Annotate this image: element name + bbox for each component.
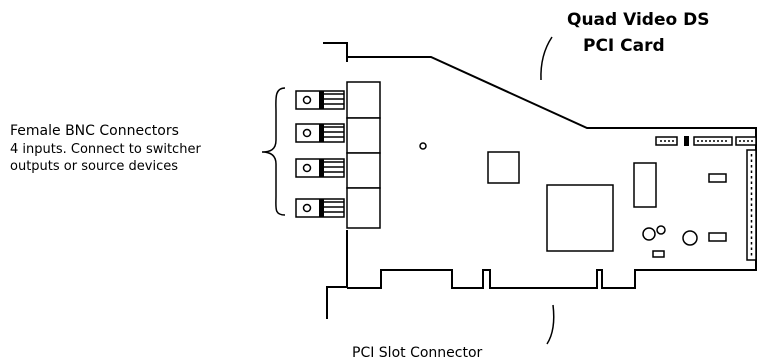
card-bracket (323, 42, 348, 319)
chip-narrow (633, 162, 657, 208)
bnc-connector-2 (295, 117, 381, 154)
chip-medium (487, 151, 520, 184)
bnc-connector-4 (295, 187, 381, 229)
capacitor-2 (656, 225, 666, 235)
slot-label: PCI Slot Connector (352, 345, 483, 361)
bnc-label-line-2: outputs or source devices (10, 159, 178, 174)
card-pcb-outline (346, 56, 757, 289)
capacitor-3 (682, 230, 698, 246)
slot-leader-line (546, 304, 555, 345)
small-part-2 (708, 232, 727, 242)
mounting-hole (419, 142, 427, 150)
edge-pin-strip (746, 149, 757, 261)
capacitor-1 (642, 227, 656, 241)
small-part-1 (708, 173, 727, 183)
bnc-label-heading: Female BNC Connectors (10, 123, 179, 139)
chip-large (546, 184, 614, 252)
title-line-1: Quad Video DS (567, 10, 709, 30)
bnc-connector-3 (295, 152, 381, 189)
title-leader-line (540, 36, 553, 81)
title-line-2: PCI Card (583, 36, 665, 56)
header-connector-3 (735, 136, 757, 146)
bnc-brace (261, 87, 286, 216)
bnc-connector-1 (295, 81, 381, 119)
small-part-3 (652, 250, 665, 258)
header-connector-2 (693, 136, 733, 146)
bnc-label-line-1: 4 inputs. Connect to switcher (10, 142, 201, 157)
header-connector-1 (655, 136, 678, 146)
header-jumper (684, 136, 689, 146)
